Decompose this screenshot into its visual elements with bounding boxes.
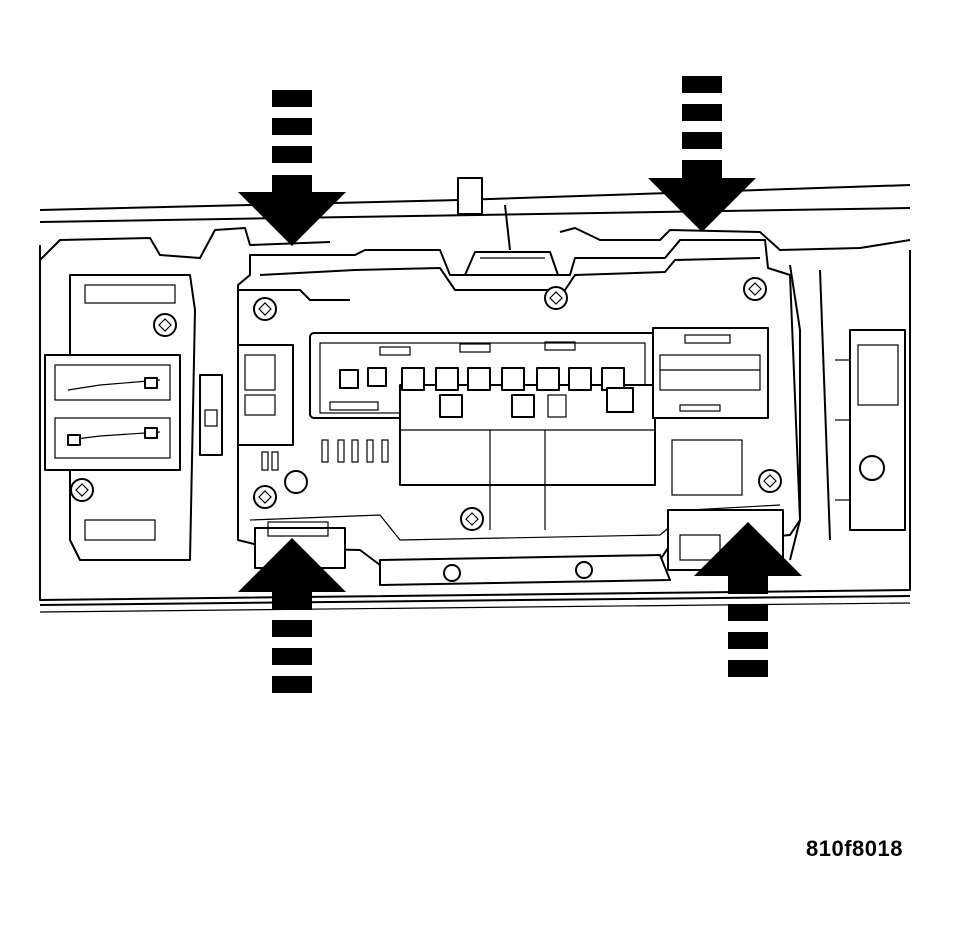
bottom-left-arrow: [238, 538, 346, 693]
panel-lines: [39, 177, 911, 613]
module-body: [237, 239, 801, 586]
screw-group: [253, 277, 782, 531]
screw-top-left: [253, 297, 277, 321]
screw-top-right: [743, 277, 767, 301]
screw-bottom-center: [460, 507, 484, 531]
top-left-arrow: [238, 90, 346, 246]
left-latch-housing: [44, 274, 223, 561]
terminal-row: [329, 367, 634, 418]
screw-top-center: [544, 286, 568, 310]
top-right-arrow: [648, 76, 756, 232]
right-side-housing: [789, 264, 906, 561]
vent-slots: [261, 439, 389, 471]
screw-bottom-left: [253, 485, 277, 509]
figure-caption: 810f8018: [806, 836, 903, 861]
bottom-right-arrow: [694, 522, 802, 677]
screw-bottom-right: [758, 469, 782, 493]
